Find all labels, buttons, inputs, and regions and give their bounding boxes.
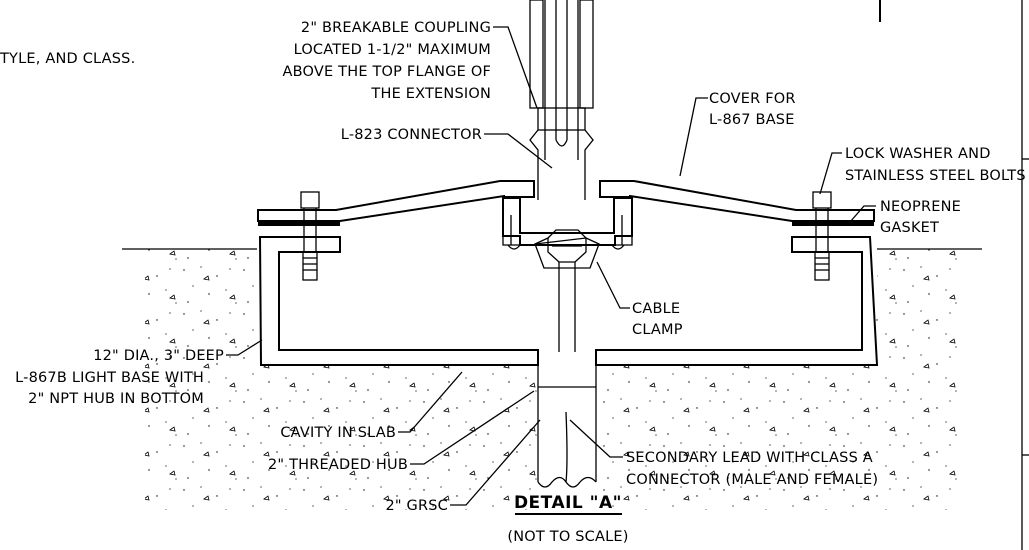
cover-label-1: COVER FOR bbox=[709, 91, 796, 107]
neoprene-gasket bbox=[258, 221, 874, 226]
clamp-label-1: CABLE bbox=[632, 301, 680, 317]
clamp-label-2: CLAMP bbox=[632, 322, 683, 338]
drawing-frame bbox=[879, 0, 1029, 550]
lead-label-2: CONNECTOR (MALE AND FEMALE) bbox=[626, 472, 878, 488]
secondary-lead-conduit bbox=[537, 262, 597, 488]
note-fragment: TYLE, AND CLASS. bbox=[0, 51, 135, 67]
light-base bbox=[258, 236, 879, 366]
coupling-label-3: ABOVE THE TOP FLANGE OF bbox=[283, 64, 492, 80]
cover-label-2: L-867 BASE bbox=[709, 112, 795, 128]
detail-title: DETAIL "A" (NOT TO SCALE) bbox=[507, 493, 628, 545]
lock-washer-label-2: STAINLESS STEEL BOLTS bbox=[845, 168, 1026, 184]
cavity-label: CAVITY IN SLAB bbox=[280, 425, 396, 441]
lock-washer-bolts bbox=[300, 191, 832, 281]
title-main: DETAIL "A" bbox=[514, 493, 622, 513]
lock-washer-label-1: LOCK WASHER AND bbox=[845, 146, 991, 162]
coupling-label-1: 2" BREAKABLE COUPLING bbox=[301, 20, 491, 36]
concrete-slab bbox=[122, 248, 982, 510]
title-sub: (NOT TO SCALE) bbox=[507, 529, 628, 545]
lead-label-1: SECONDARY LEAD WITH CLASS A bbox=[626, 450, 873, 466]
base-label-3: 2" NPT HUB IN BOTTOM bbox=[28, 391, 204, 407]
base-cover bbox=[257, 180, 875, 250]
cable-clamp bbox=[534, 229, 600, 269]
grsc-label: 2" GRSC bbox=[385, 498, 448, 514]
coupling-label-4: THE EXTENSION bbox=[370, 86, 491, 102]
callouts: TYLE, AND CLASS. 2" BREAKABLE COUPLING L… bbox=[0, 20, 1026, 514]
connector-label: L-823 CONNECTOR bbox=[341, 127, 482, 143]
gasket-label-2: GASKET bbox=[880, 220, 939, 236]
base-label-2: L-867B LIGHT BASE WITH bbox=[15, 370, 204, 386]
breakable-coupling bbox=[529, 0, 594, 200]
gasket-label-1: NEOPRENE bbox=[880, 199, 961, 215]
leader-lines bbox=[226, 26, 876, 506]
coupling-label-2: LOCATED 1-1/2" MAXIMUM bbox=[294, 42, 491, 58]
hub-label: 2" THREADED HUB bbox=[268, 457, 408, 473]
base-label-1: 12" DIA., 3" DEEP bbox=[93, 348, 224, 364]
